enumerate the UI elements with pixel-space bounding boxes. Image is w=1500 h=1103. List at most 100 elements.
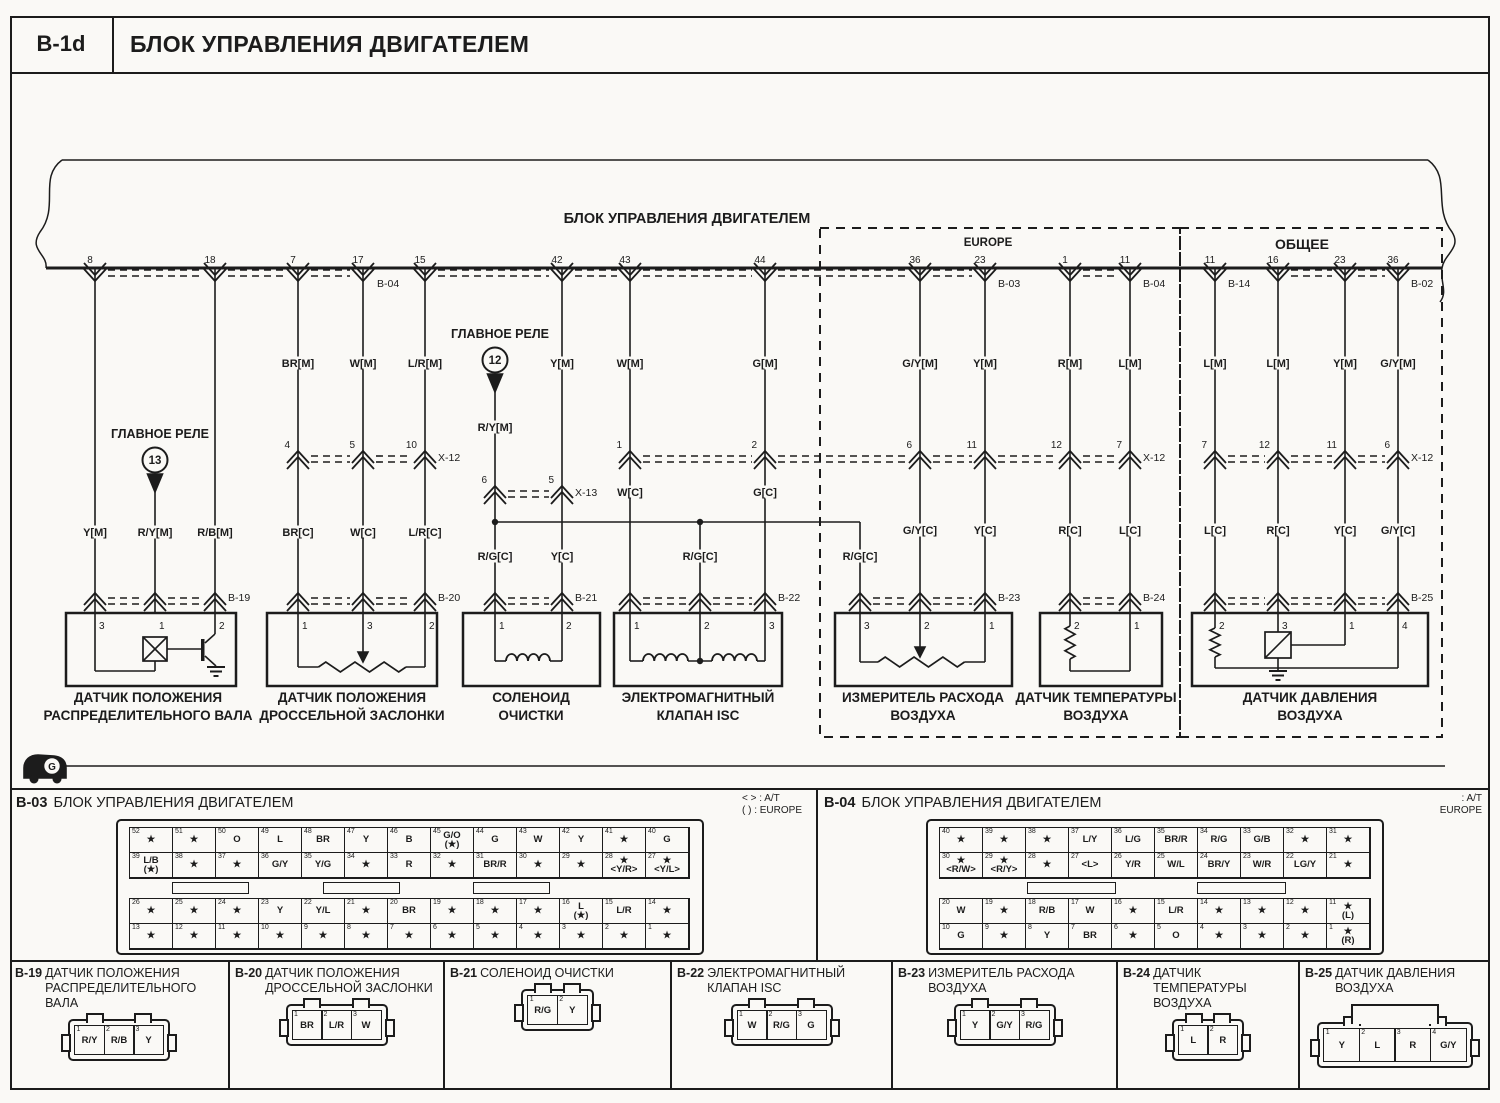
svg-text:2: 2 (566, 621, 572, 632)
pin-cell: 31★ (1327, 828, 1370, 853)
svg-text:8: 8 (87, 255, 93, 266)
pin-cell: 18★ (474, 899, 517, 924)
svg-text:R/Y[M]: R/Y[M] (138, 527, 173, 539)
svg-text:Y[C]: Y[C] (974, 525, 997, 537)
svg-text:1: 1 (1062, 255, 1068, 266)
pin-cell: 8★ (345, 924, 388, 949)
component-name: СОЛЕНОИД ОЧИСТКИ (480, 966, 614, 980)
svg-text:ИЗМЕРИТЕЛЬ РАСХОДА: ИЗМЕРИТЕЛЬ РАСХОДА (842, 690, 1004, 705)
svg-text:G: G (48, 762, 56, 773)
svg-text:1: 1 (1134, 621, 1140, 632)
svg-text:ВОЗДУХА: ВОЗДУХА (1277, 708, 1343, 723)
pin-cell: 25★ (173, 899, 216, 924)
svg-text:3: 3 (769, 621, 775, 632)
pin-cell: 1★ (646, 924, 689, 949)
svg-text:ДАТЧИК ПОЛОЖЕНИЯ: ДАТЧИК ПОЛОЖЕНИЯ (74, 690, 222, 705)
svg-text:23: 23 (974, 255, 986, 266)
pin-cell: 34★ (345, 853, 388, 878)
connector-id: B-04 (824, 795, 856, 811)
pin-cell: 17★ (517, 899, 560, 924)
pin-cell: 21★ (345, 899, 388, 924)
title-bar: B-1d БЛОК УПРАВЛЕНИЯ ДВИГАТЕЛЕМ (10, 16, 1490, 74)
svg-text:6: 6 (906, 440, 912, 451)
key-slot (323, 882, 400, 894)
svg-text:42: 42 (551, 255, 563, 266)
svg-text:3: 3 (367, 621, 373, 632)
pin-cell: 27★ <Y/L> (646, 853, 689, 878)
svg-text:3: 3 (1282, 621, 1288, 632)
svg-text:B-14: B-14 (1228, 278, 1250, 290)
pin-cell: 26★ (130, 899, 173, 924)
connector-title: БЛОК УПРАВЛЕНИЯ ДВИГАТЕЛЕМ (861, 795, 1102, 811)
svg-text:L[M]: L[M] (1118, 358, 1142, 370)
pin-cell: 3★ (560, 924, 603, 949)
svg-text:ЭЛЕКТРОМАГНИТНЫЙ: ЭЛЕКТРОМАГНИТНЫЙ (622, 690, 775, 705)
pin-cell: 40★ (940, 828, 983, 853)
svg-text:BR[M]: BR[M] (282, 358, 315, 370)
svg-text:2: 2 (704, 621, 710, 632)
pin-cell: 32★ (431, 853, 474, 878)
svg-text:5: 5 (349, 440, 355, 451)
component-name: ИЗМЕРИТЕЛЬ РАСХОДА ВОЗДУХА (928, 966, 1075, 995)
component-name: ЭЛЕКТРОМАГНИТНЫЙ КЛАПАН ISC (707, 966, 846, 995)
svg-text:W[C]: W[C] (350, 527, 376, 539)
svg-text:2: 2 (429, 621, 435, 632)
svg-text:R/G[C]: R/G[C] (843, 551, 878, 563)
component-id: B-25 (1305, 966, 1333, 980)
svg-text:B-24: B-24 (1143, 592, 1165, 604)
svg-text:G/Y[C]: G/Y[C] (903, 525, 938, 537)
svg-text:4: 4 (284, 440, 290, 451)
svg-text:Y[M]: Y[M] (1333, 358, 1357, 370)
svg-text:11: 11 (1327, 440, 1338, 451)
component-name: ДАТЧИК ПОЛОЖЕНИЯ РАСПРЕДЕЛИТЕЛЬНОГО ВАЛА (45, 966, 197, 1010)
svg-text:B-23: B-23 (998, 592, 1020, 604)
svg-text:16: 16 (1267, 255, 1279, 266)
svg-text:L[C]: L[C] (1119, 525, 1141, 537)
svg-text:4: 4 (1402, 621, 1408, 632)
svg-text:КЛАПАН ISC: КЛАПАН ISC (657, 708, 740, 723)
svg-text:СОЛЕНОИД: СОЛЕНОИД (492, 690, 570, 705)
svg-text:EUROPE: EUROPE (964, 237, 1013, 249)
svg-text:36: 36 (1387, 255, 1399, 266)
svg-text:2: 2 (751, 440, 757, 451)
key-slot (473, 882, 550, 894)
svg-text:6: 6 (1384, 440, 1390, 451)
pin-cell: 28★ (1026, 853, 1069, 878)
svg-text:ГЛАВНОЕ РЕЛЕ: ГЛАВНОЕ РЕЛЕ (111, 427, 209, 441)
legend-line: : A/T (1461, 793, 1482, 804)
svg-text:R[C]: R[C] (1266, 525, 1290, 537)
pin-cell: 4★ (1198, 924, 1241, 949)
svg-text:BR[C]: BR[C] (282, 527, 313, 539)
svg-text:X-12: X-12 (438, 452, 460, 464)
pin-cell: 29★ <R/Y> (983, 853, 1026, 878)
svg-text:G[C]: G[C] (753, 487, 777, 499)
